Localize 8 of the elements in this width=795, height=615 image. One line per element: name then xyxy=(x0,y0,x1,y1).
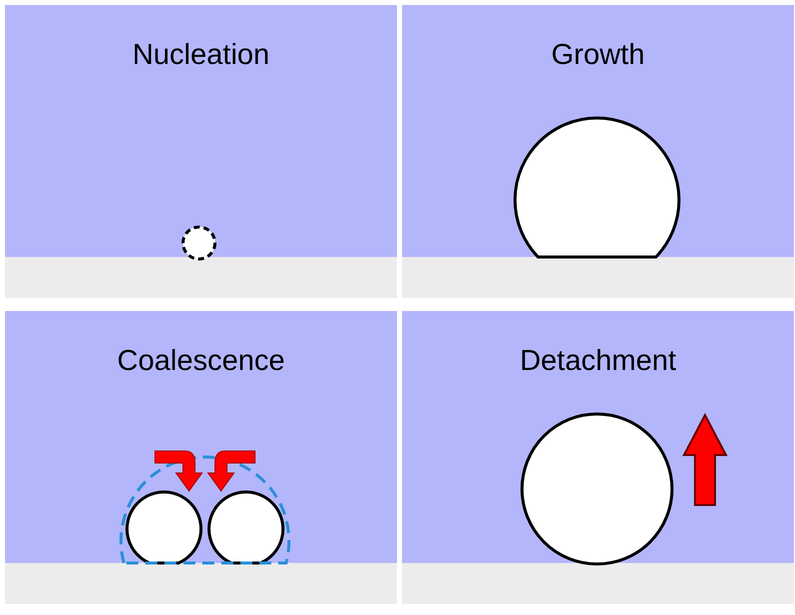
stage-panel xyxy=(402,311,794,604)
stage-title: Detachment xyxy=(520,345,676,378)
stage-title: Nucleation xyxy=(132,39,270,72)
stage-title: Growth xyxy=(551,39,645,72)
stage-title: Coalescence xyxy=(117,345,285,378)
stage-panel xyxy=(5,5,397,298)
stage-panel xyxy=(5,311,397,604)
stage-panel xyxy=(402,5,794,298)
